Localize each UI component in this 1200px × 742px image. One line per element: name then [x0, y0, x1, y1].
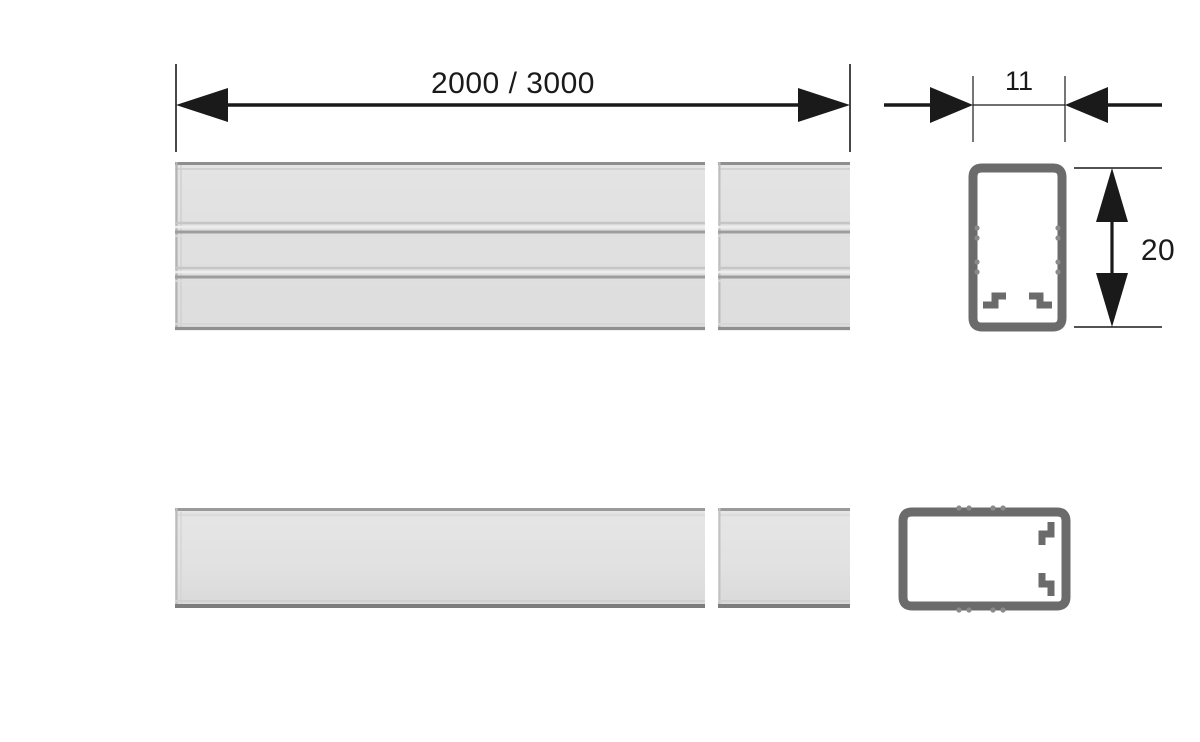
height-label-backdrop	[1130, 228, 1192, 268]
cross-section-rotated-tab-top	[1038, 522, 1055, 545]
cross-section-rotated-bump-top-1	[956, 505, 962, 511]
cross-section-bump-left-upper	[974, 225, 980, 231]
cross-section-rotated-bump-bottom-1	[956, 607, 962, 613]
cross-section-tab-right	[1029, 292, 1052, 309]
bottom-elevation-body	[175, 508, 705, 608]
front-elevation-break-gap	[705, 158, 718, 336]
cross-section-bump-right-lower	[1055, 259, 1061, 265]
cross-section-bump-left-upper2	[974, 235, 980, 241]
cross-section-rotated-bump-top-4	[1000, 505, 1006, 511]
height-dimension-group: 20	[1074, 167, 1192, 328]
bottom-elevation-break-gap	[705, 504, 718, 614]
width-dimension-label: 11	[1005, 66, 1033, 96]
cross-section-bump-right-upper	[1055, 225, 1061, 231]
height-arrowhead-top	[1096, 168, 1128, 222]
bottom-elevation-right-body	[718, 508, 850, 608]
bottom-elevation-main-segment	[175, 508, 705, 608]
cross-section-tab-left	[983, 292, 1006, 309]
height-dimension-label: 20	[1141, 234, 1175, 267]
cross-section-rotated-bump-top-2	[966, 505, 972, 511]
cross-section-outer-wall	[968, 163, 1067, 332]
front-elevation-body	[175, 162, 705, 330]
cross-section-end-view	[968, 163, 1067, 332]
front-elevation-right-body	[718, 162, 850, 330]
width-arrowhead-right	[1065, 87, 1108, 123]
length-dimension-group: 2000 / 3000	[175, 62, 851, 152]
cross-section-bump-right-lower2	[1055, 269, 1061, 275]
cross-section-rotated-bump-bottom-2	[966, 607, 972, 613]
cross-section-bump-right-upper2	[1055, 235, 1061, 241]
length-arrowhead-right	[798, 88, 850, 122]
length-label-backdrop	[400, 62, 620, 102]
front-elevation-view	[175, 158, 850, 336]
cross-section-rotated-view	[898, 505, 1071, 613]
bottom-elevation-right-segment	[718, 508, 850, 608]
cross-section-rotated-bump-top-3	[990, 505, 996, 511]
cross-section-bump-left-lower2	[974, 269, 980, 275]
cross-section-rotated-bump-bottom-3	[990, 607, 996, 613]
cross-section-bump-left-lower	[974, 259, 980, 265]
front-elevation-main-segment	[175, 162, 705, 331]
width-label-backdrop	[988, 58, 1050, 98]
width-dimension-group: 11	[884, 58, 1162, 142]
cross-section-rotated-outer-wall	[898, 507, 1071, 611]
front-elevation-right-segment	[718, 162, 850, 331]
height-arrowhead-bottom	[1096, 273, 1128, 327]
length-arrowhead-left	[176, 88, 228, 122]
length-dimension-label: 2000 / 3000	[431, 67, 595, 100]
bottom-elevation-view	[175, 504, 850, 614]
cross-section-rotated-tab-bottom	[1038, 573, 1055, 596]
width-arrowhead-left	[930, 87, 973, 123]
cross-section-rotated-bump-bottom-4	[1000, 607, 1006, 613]
